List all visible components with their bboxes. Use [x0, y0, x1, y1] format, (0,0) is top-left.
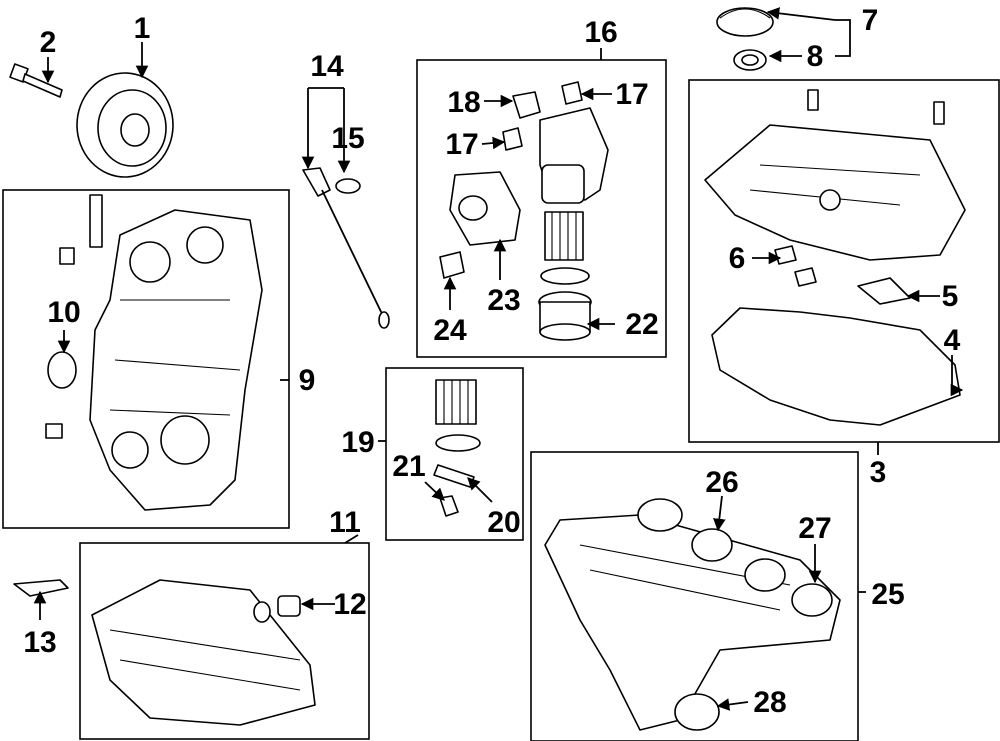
oil-filler-cap [716, 7, 774, 37]
filter-kit-element [435, 379, 477, 425]
leader-lines [33, 7, 964, 711]
callout-18: 18 [447, 86, 480, 119]
valve-cover-nut [794, 267, 817, 287]
callout-5: 5 [942, 280, 959, 313]
spark-plug-tube-seal [857, 277, 911, 305]
callout-2: 2 [40, 26, 57, 59]
callout-8: 8 [807, 40, 824, 73]
callout-23: 23 [487, 284, 520, 317]
callout-11: 11 [329, 506, 361, 539]
oil-cooler [449, 171, 521, 246]
intake-gasket-3 [744, 558, 786, 592]
intake-gasket-1 [637, 498, 683, 532]
callout-1: 1 [134, 12, 151, 45]
callout-24: 24 [433, 314, 467, 347]
oil-filler-seal [733, 49, 767, 71]
callout-9: 9 [299, 364, 316, 397]
callout-26: 26 [705, 466, 738, 499]
dipstick-o-ring [335, 178, 361, 194]
crankshaft-pulley [76, 72, 174, 178]
callout-28: 28 [753, 686, 786, 719]
filter-kit-drain-bolt [433, 464, 475, 488]
callout-3: 3 [870, 456, 887, 489]
filter-housing-nut-top [561, 81, 583, 105]
callout-14: 14 [310, 50, 344, 83]
callout-13: 13 [23, 626, 56, 659]
oil-pressure-switch [439, 251, 465, 279]
oil-filter-housing-group-box [416, 59, 667, 358]
callout-4: 4 [944, 324, 961, 357]
intake-gasket-4 [791, 583, 833, 617]
callout-27: 27 [798, 512, 831, 545]
callout-15: 15 [331, 122, 364, 155]
oil-pan-group-box [79, 542, 370, 740]
callout-19: 19 [341, 426, 374, 459]
callout-21: 21 [392, 450, 425, 483]
oil-filter-kit-group-box [385, 367, 524, 541]
valve-cover-gasket [711, 307, 961, 426]
valve-cover-group-box [688, 79, 1000, 443]
callout-6: 6 [729, 242, 746, 275]
oil-level-bracket [13, 579, 69, 597]
valve-cover-bolt [933, 101, 945, 125]
intake-gasket-2 [691, 528, 733, 562]
callout-10: 10 [47, 296, 80, 329]
oil-filter-housing [539, 107, 609, 204]
timing-cover-group-box [2, 189, 290, 529]
callout-22: 22 [625, 308, 658, 341]
filter-kit-o-ring [435, 434, 481, 452]
oil-filter-element [544, 211, 584, 261]
pulley-bolt [9, 63, 63, 98]
callout-labels: 1 2 3 4 5 6 7 8 9 10 11 12 13 14 15 16 1… [23, 4, 960, 719]
oil-dipstick [302, 167, 390, 329]
callout-16: 16 [584, 16, 617, 49]
throttle-body-gasket [674, 693, 720, 731]
pcv-valve [807, 89, 819, 111]
callout-20: 20 [487, 506, 520, 539]
callout-12: 12 [333, 588, 366, 621]
valve-cover-nut-6 [774, 245, 797, 265]
drain-plug [253, 595, 301, 623]
filter-kit-washer [439, 495, 459, 517]
filter-housing-seal [512, 91, 541, 119]
oil-filter-cap [538, 291, 592, 341]
timing-chain-cover [45, 194, 263, 511]
callout-17-top: 17 [615, 78, 648, 111]
callout-7: 7 [862, 4, 879, 37]
callout-17-side: 17 [445, 128, 478, 161]
valve-cover [704, 124, 966, 261]
filter-housing-nut-side [502, 127, 523, 151]
callout-25: 25 [871, 578, 904, 611]
filter-o-ring [540, 267, 590, 285]
intake-manifold-group-box [530, 451, 859, 741]
timing-cover-seal [47, 351, 77, 389]
